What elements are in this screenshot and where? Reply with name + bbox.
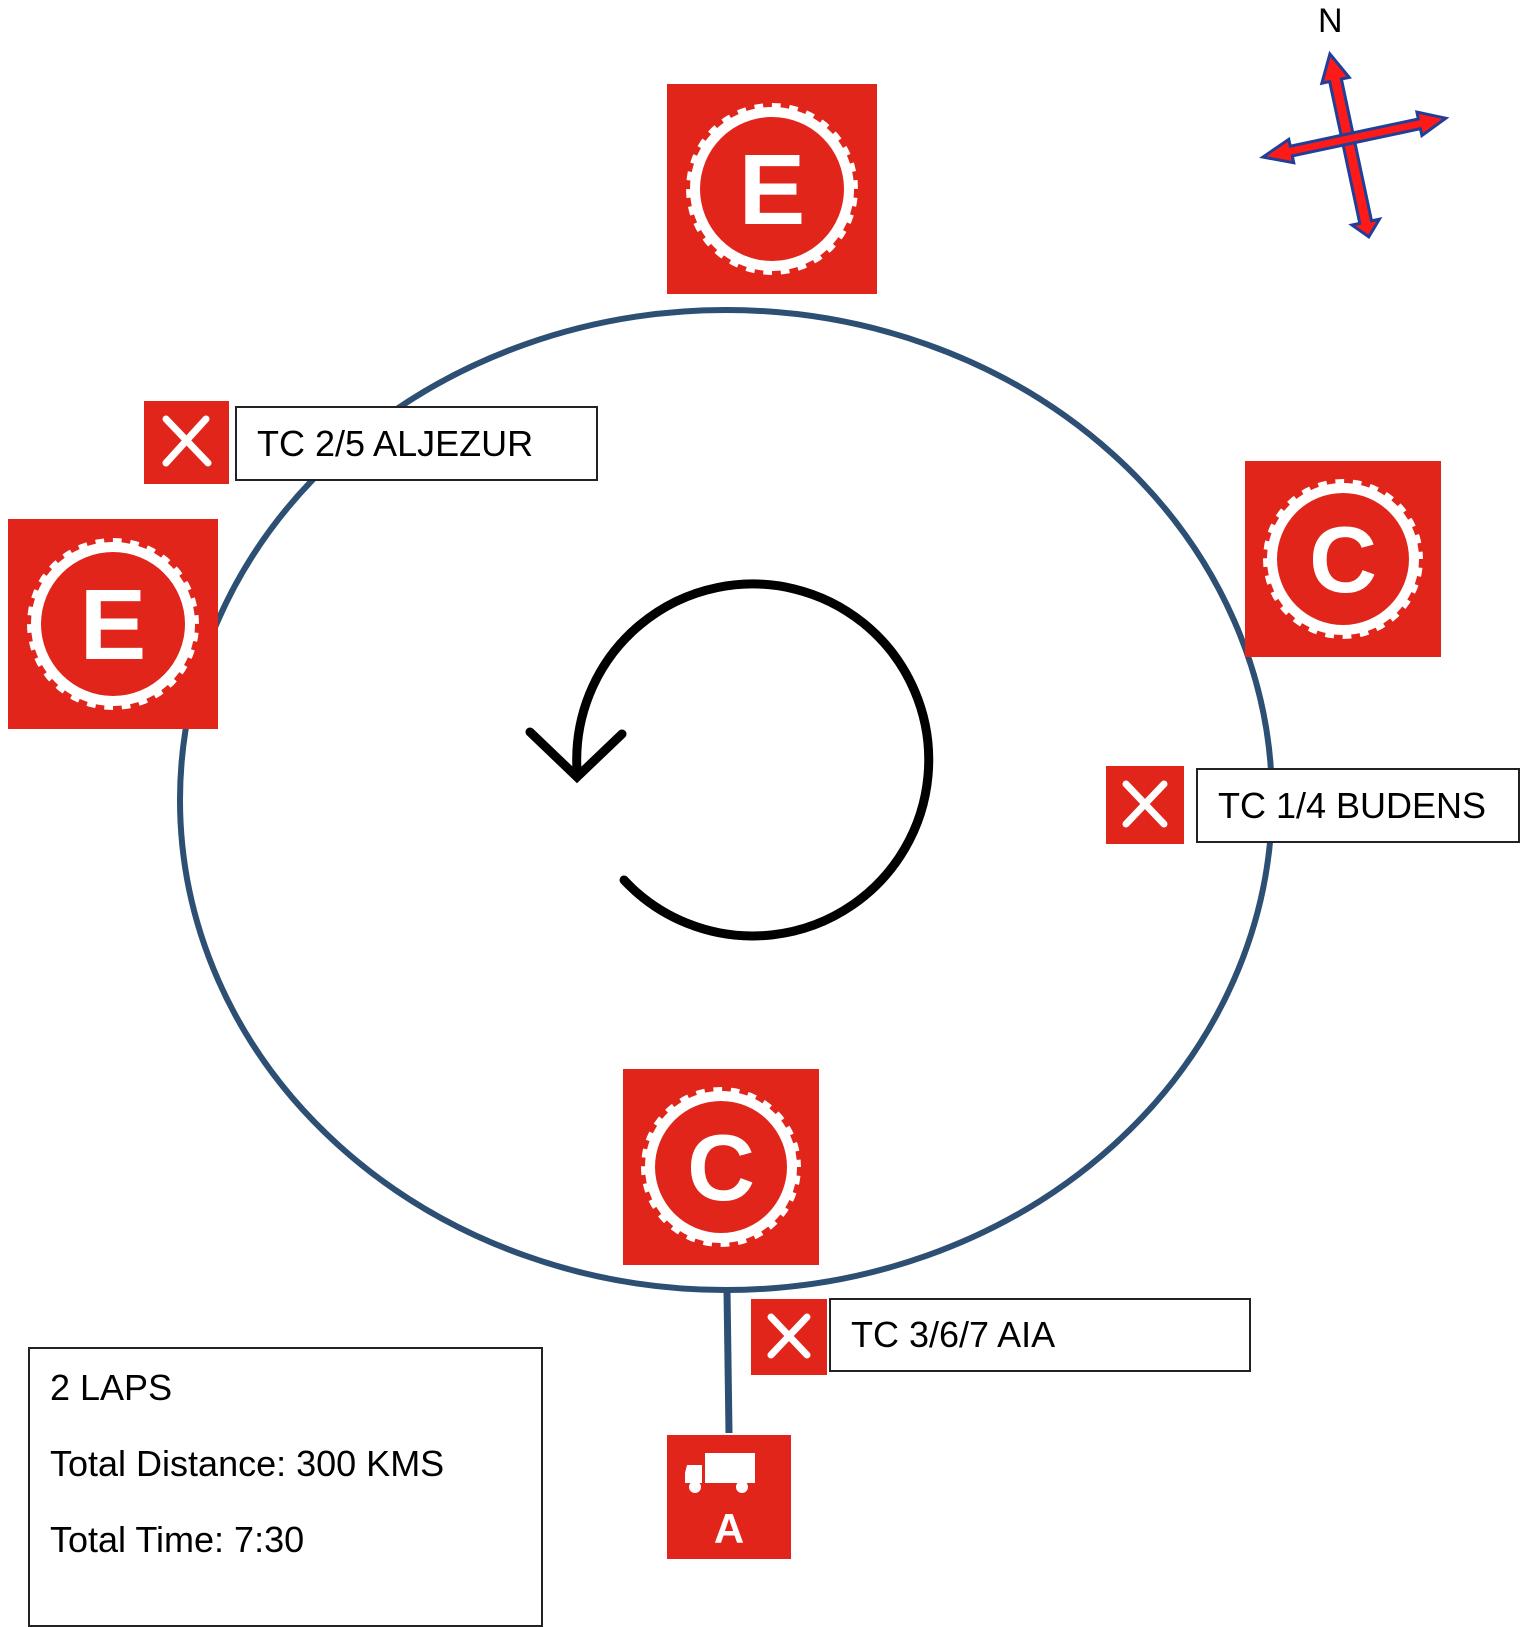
marker-letter: C: [1309, 507, 1377, 612]
marker-letter: E: [739, 134, 806, 246]
time-control-label-budens: TC 1/4 BUDENS: [1196, 768, 1520, 843]
time-control-label-aia: TC 3/6/7 AIA: [829, 1298, 1251, 1372]
truck-icon: [685, 1453, 755, 1493]
laps-text: 2 LAPS: [50, 1367, 173, 1408]
wrench-screwdriver-icon: [767, 1313, 811, 1359]
assistance-connector: [723, 1289, 733, 1434]
stage-end-sign-left: E: [8, 519, 218, 729]
marker-letter: E: [80, 569, 147, 681]
time-control-sign-aia: [751, 1299, 827, 1375]
marker-letter: A: [714, 1505, 744, 1552]
wrench-screwdriver-icon: [1122, 780, 1168, 828]
time-control-sign-budens: [1106, 766, 1184, 844]
stage-start-sign-bottom: C: [623, 1069, 819, 1265]
route-info-box: 2 LAPS Total Distance: 300 KMS Total Tim…: [28, 1347, 543, 1627]
time-control-label-aljezur: TC 2/5 ALJEZUR: [235, 406, 598, 481]
wrench-screwdriver-icon: [162, 415, 212, 467]
compass-north-label: N: [1318, 2, 1343, 40]
compass-icon: [1259, 50, 1450, 239]
total-distance-text: Total Distance: 300 KMS: [50, 1443, 445, 1484]
stage-start-sign-right: C: [1245, 461, 1441, 657]
time-control-sign-aljezur: [144, 401, 229, 484]
total-time-text: Total Time: 7:30: [50, 1519, 305, 1560]
stage-end-sign-top: E: [667, 84, 877, 294]
gear-ring-icon: E: [682, 99, 862, 279]
counterclockwise-arrow-icon: [525, 579, 934, 941]
assistance-sign: A: [667, 1435, 791, 1559]
gear-ring-icon: E: [23, 534, 203, 714]
gear-ring-icon: C: [1259, 475, 1427, 643]
gear-ring-icon: C: [637, 1083, 805, 1251]
marker-letter: C: [687, 1115, 755, 1220]
